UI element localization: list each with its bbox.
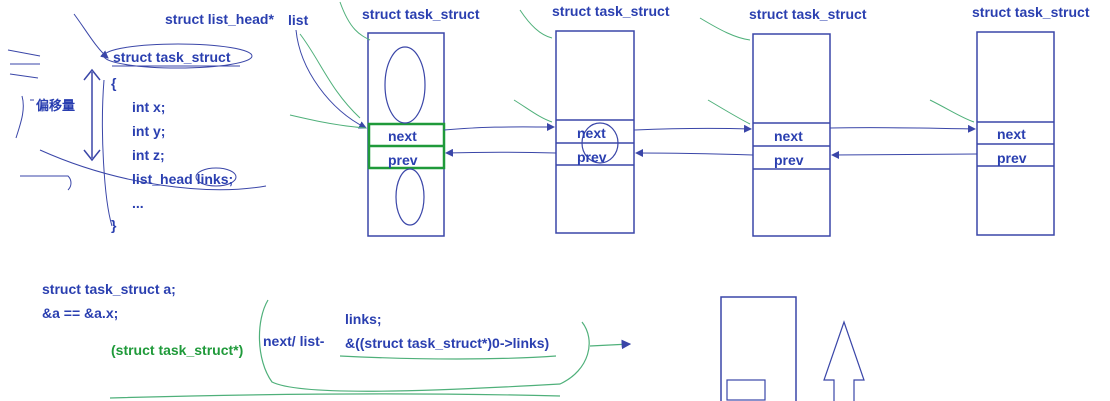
code-line-2: &a == &a.x; — [42, 305, 119, 321]
pointer-to-struct — [73, 13, 109, 59]
node-4-box — [976, 31, 1055, 236]
node-3-title: struct task_struct — [749, 6, 867, 22]
list-var-label: list — [288, 12, 309, 28]
green-underline-bottom — [109, 393, 561, 399]
node-4-prev: prev — [997, 150, 1027, 166]
struct-field-x: int x; — [132, 99, 166, 115]
green-expr-bracket — [258, 299, 590, 392]
list-pointer-arrow — [295, 29, 367, 129]
field-list-sweep — [39, 149, 267, 191]
up-arrow — [823, 320, 865, 401]
code-offset-expr: &((struct task_struct*)0->links) — [345, 335, 550, 351]
struct-field-z: int z; — [132, 147, 165, 163]
node-2-box — [555, 30, 635, 234]
node-2-scribble — [581, 122, 619, 164]
prev-arrow-3-to-2 — [635, 149, 754, 158]
node-1-next: next — [388, 128, 417, 144]
bottom-box — [720, 296, 797, 401]
offset-bracket-top — [83, 68, 101, 81]
green-stroke-list-to-node1 — [299, 33, 361, 119]
node-3-next: next — [774, 128, 803, 144]
green-stroke-node4-field — [929, 99, 975, 123]
node-3-prev: prev — [774, 152, 804, 168]
links-circle — [195, 167, 237, 187]
green-underline-expr — [339, 355, 557, 360]
struct-field-y: int y; — [132, 123, 166, 139]
green-stroke-node2-top — [519, 9, 553, 39]
green-stroke-node3-top — [699, 17, 751, 41]
struct-title-circle — [103, 43, 253, 69]
node-4-next: next — [997, 126, 1026, 142]
struct-close-brace: } — [111, 217, 117, 233]
struct-field-links: list_head links; — [132, 171, 234, 187]
node-2-title: struct task_struct — [552, 3, 670, 19]
struct-brace-line — [101, 79, 113, 227]
offset-bracket-bottom — [83, 149, 101, 162]
green-stroke-node2-field — [513, 99, 553, 123]
prev-arrow-2-to-1 — [445, 148, 557, 157]
green-stroke-node1-side — [289, 114, 367, 129]
node-1-scribble-top — [384, 46, 426, 124]
list-head-type-label: struct list_head* — [165, 11, 274, 27]
next-arrow-3-to-4 — [829, 124, 976, 133]
node-1-scribble-bottom — [395, 168, 425, 226]
green-arrow-right — [589, 339, 632, 350]
node-4-title: struct task_struct — [972, 4, 1090, 20]
prev-arrow-4-to-3 — [831, 150, 978, 159]
code-links: links; — [345, 311, 382, 327]
node-2-next: next — [577, 125, 606, 141]
struct-ellipsis: ... — [132, 195, 144, 211]
struct-open-brace: { — [111, 75, 117, 91]
node-1-title: struct task_struct — [362, 6, 480, 22]
node-3-box — [752, 33, 831, 237]
node-2-prev: prev — [577, 149, 607, 165]
code-line-1: struct task_struct a; — [42, 281, 176, 297]
node-1-prev: prev — [388, 152, 418, 168]
offset-label: 偏移量 — [36, 99, 76, 114]
next-arrow-1-to-2 — [443, 122, 555, 131]
next-arrow-2-to-3 — [633, 124, 752, 133]
arrow-to-links-field — [20, 175, 72, 191]
code-next-list: next/ list- — [263, 333, 325, 349]
code-cast: (struct task_struct*) — [111, 342, 244, 358]
dashes-left — [7, 49, 41, 79]
bottom-box-inner — [726, 379, 766, 401]
green-stroke-node1-top — [339, 1, 371, 41]
offset-marker — [15, 95, 34, 139]
green-stroke-node3-field — [707, 99, 751, 125]
struct-def-title: struct task_struct — [113, 49, 231, 65]
